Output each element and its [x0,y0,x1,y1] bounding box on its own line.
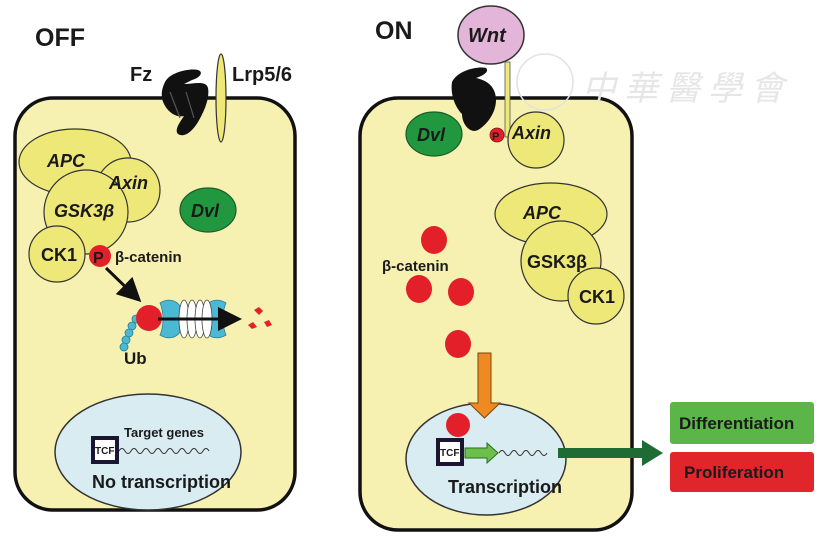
wnt-ligand [457,5,525,65]
beta-catenin-molecule [421,226,447,254]
off-tcf-box [91,436,119,464]
proliferation-label: Proliferation [684,463,784,482]
off-phospho-beta-catenin [89,245,111,267]
nuclear-translocation-arrow [467,352,502,419]
on-frizzled-receptor-icon [451,67,496,131]
lrp-label: Lrp5/6 [232,64,292,86]
watermark-text: 中華醫學會 [582,69,792,109]
on-lrp-coreceptor-icon [504,61,511,138]
fz-label: Fz [130,64,152,86]
degradation-arrow [104,266,142,303]
degraded-fragments-icon [248,307,272,329]
wnt-label: Wnt [468,25,507,47]
off-nucleus [54,393,242,511]
ck1-label: CK1 [41,245,77,265]
off-tcf-label: TCF [95,446,114,457]
transcription-label: Transcription [448,477,562,497]
on-title: ON [375,17,413,45]
on-gsk3b-label: GSK3β [527,252,587,272]
apc-label: APC [46,151,86,171]
off-title: OFF [35,24,85,52]
axin-label: Axin [108,173,148,193]
on-dna-strand [498,450,548,456]
on-tcf-label: TCF [440,448,459,459]
beta-catenin-molecule [448,278,474,306]
proliferation-box [670,452,814,492]
beta-catenin-molecule [406,275,432,303]
on-phospho-site [489,127,505,143]
on-dvl-protein [405,111,463,157]
on-axin-protein [507,111,565,169]
beta-catenin-pool [406,226,474,358]
off-panel: OFF Fz Lrp5/6 APC Axin GSK3β CK1 Dvl P [13,24,297,512]
lrp-coreceptor-icon [215,53,227,143]
off-phospho-label: P [93,250,104,267]
beta-catenin-molecule [445,330,471,358]
gsk3b-label: GSK3β [54,201,114,221]
off-dna-strand [118,448,210,454]
watermark-seal-icon [516,53,574,111]
frizzled-receptor-icon [161,69,209,136]
off-destruction-complex: APC Axin GSK3β CK1 [18,128,161,283]
ubiquitin-label: Ub [124,349,147,368]
off-dvl-protein [179,187,237,233]
off-dvl-label: Dvl [191,201,220,221]
ck1-protein [28,225,86,283]
on-tcf-box [436,438,464,466]
on-ck1-protein [567,267,625,325]
on-beta-catenin-label: β-catenin [382,258,449,275]
no-transcription-label: No transcription [92,472,231,492]
on-ck1-label: CK1 [579,287,615,307]
target-genes-label: Target genes [124,425,204,440]
on-dvl-label: Dvl [417,125,446,145]
outcomes: Differentiation Proliferation [670,402,814,492]
differentiation-box [670,402,814,444]
off-beta-catenin-label: β-catenin [115,249,182,266]
on-axin-label: Axin [511,123,551,143]
transcription-start-arrow [464,441,499,465]
on-panel: ON Wnt Dvl P Axin APC GSK3β CK1 [358,5,634,532]
differentiation-label: Differentiation [679,414,794,433]
on-nucleus [405,402,567,516]
on-destruction-complex: APC GSK3β CK1 [494,182,625,325]
outcome-arrow [558,440,663,466]
on-phospho-label: P [492,131,499,143]
on-apc-label: APC [522,203,562,223]
ubiquitinated-beta-catenin [136,305,162,331]
proteasome-icon [158,299,242,339]
nuclear-beta-catenin [446,413,470,437]
